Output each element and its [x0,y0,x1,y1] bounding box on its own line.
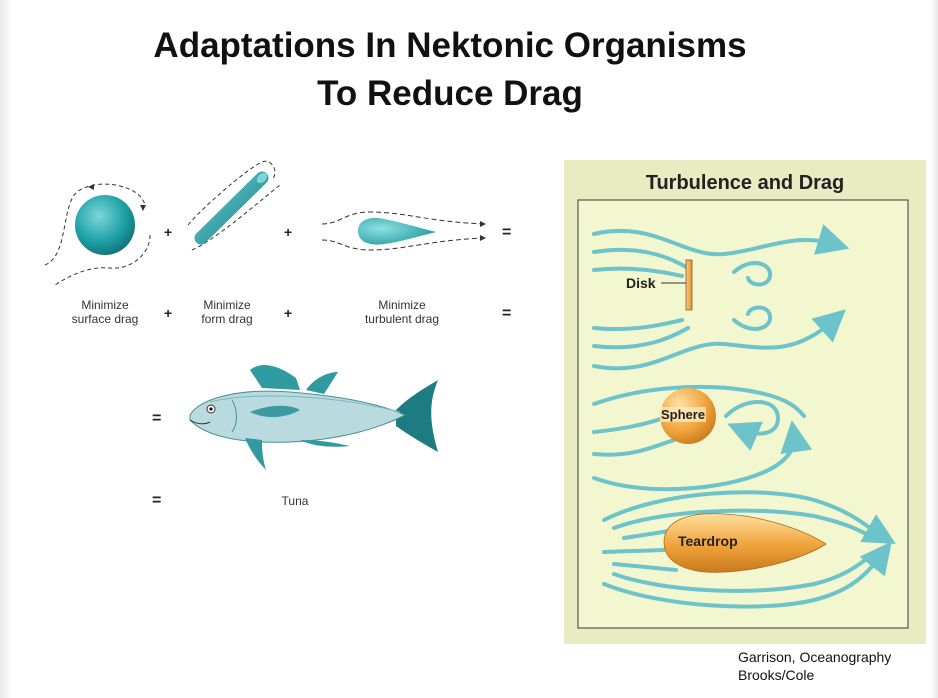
source-credit: Garrison, Oceanography Brooks/Cole [738,648,891,684]
sphere-flow-lines [592,384,813,492]
label-turbulent-drag-line2: turbulent drag [364,312,440,326]
label-surface-drag: Minimize surface drag [60,298,150,326]
label-surface-drag-line2: surface drag [71,312,139,326]
source-credit-line2: Brooks/Cole [738,667,815,683]
label-teardrop: Teardrop [678,533,738,549]
plus-sign: + [284,224,293,240]
slide-left-edge [0,0,12,698]
label-surface-drag-line1: Minimize [81,298,129,312]
source-credit-line1: Garrison, Oceanography [738,649,892,665]
tuna-illustration [189,364,438,470]
plus-sign: + [284,305,293,321]
disk-flow-lines [592,224,850,371]
label-form-drag-line2: form drag [201,312,253,326]
teardrop-shape [663,513,827,573]
equals-sign: = [152,410,162,427]
turbulence-drag-panel [564,160,926,644]
label-form-drag-line1: Minimize [203,298,251,312]
label-tuna: Tuna [281,494,309,508]
label-turbulent-drag-line1: Minimize [378,298,426,312]
disk-shape [685,259,693,311]
slide-title-line-1: Adaptations In Nektonic Organisms [153,26,747,65]
label-turbulent-drag: Minimize turbulent drag [352,298,452,326]
slide-title-line-2: To Reduce Drag [317,74,583,113]
rod-shape [187,160,281,251]
teardrop-flow-lines [602,490,896,609]
equals-sign: = [152,492,162,509]
panel-title: Turbulence and Drag [645,172,845,194]
equals-sign: = [502,305,512,322]
drag-adaptation-diagram [44,160,486,470]
label-disk: Disk [626,275,656,291]
sphere-shape [44,183,151,286]
plus-sign: + [164,305,173,321]
teardrop-small-shape [321,211,486,251]
slide-right-edge [930,0,938,698]
label-form-drag: Minimize form drag [186,298,268,326]
equals-sign: = [502,224,512,241]
label-sphere: Sphere [660,407,707,422]
plus-sign: + [164,224,173,240]
